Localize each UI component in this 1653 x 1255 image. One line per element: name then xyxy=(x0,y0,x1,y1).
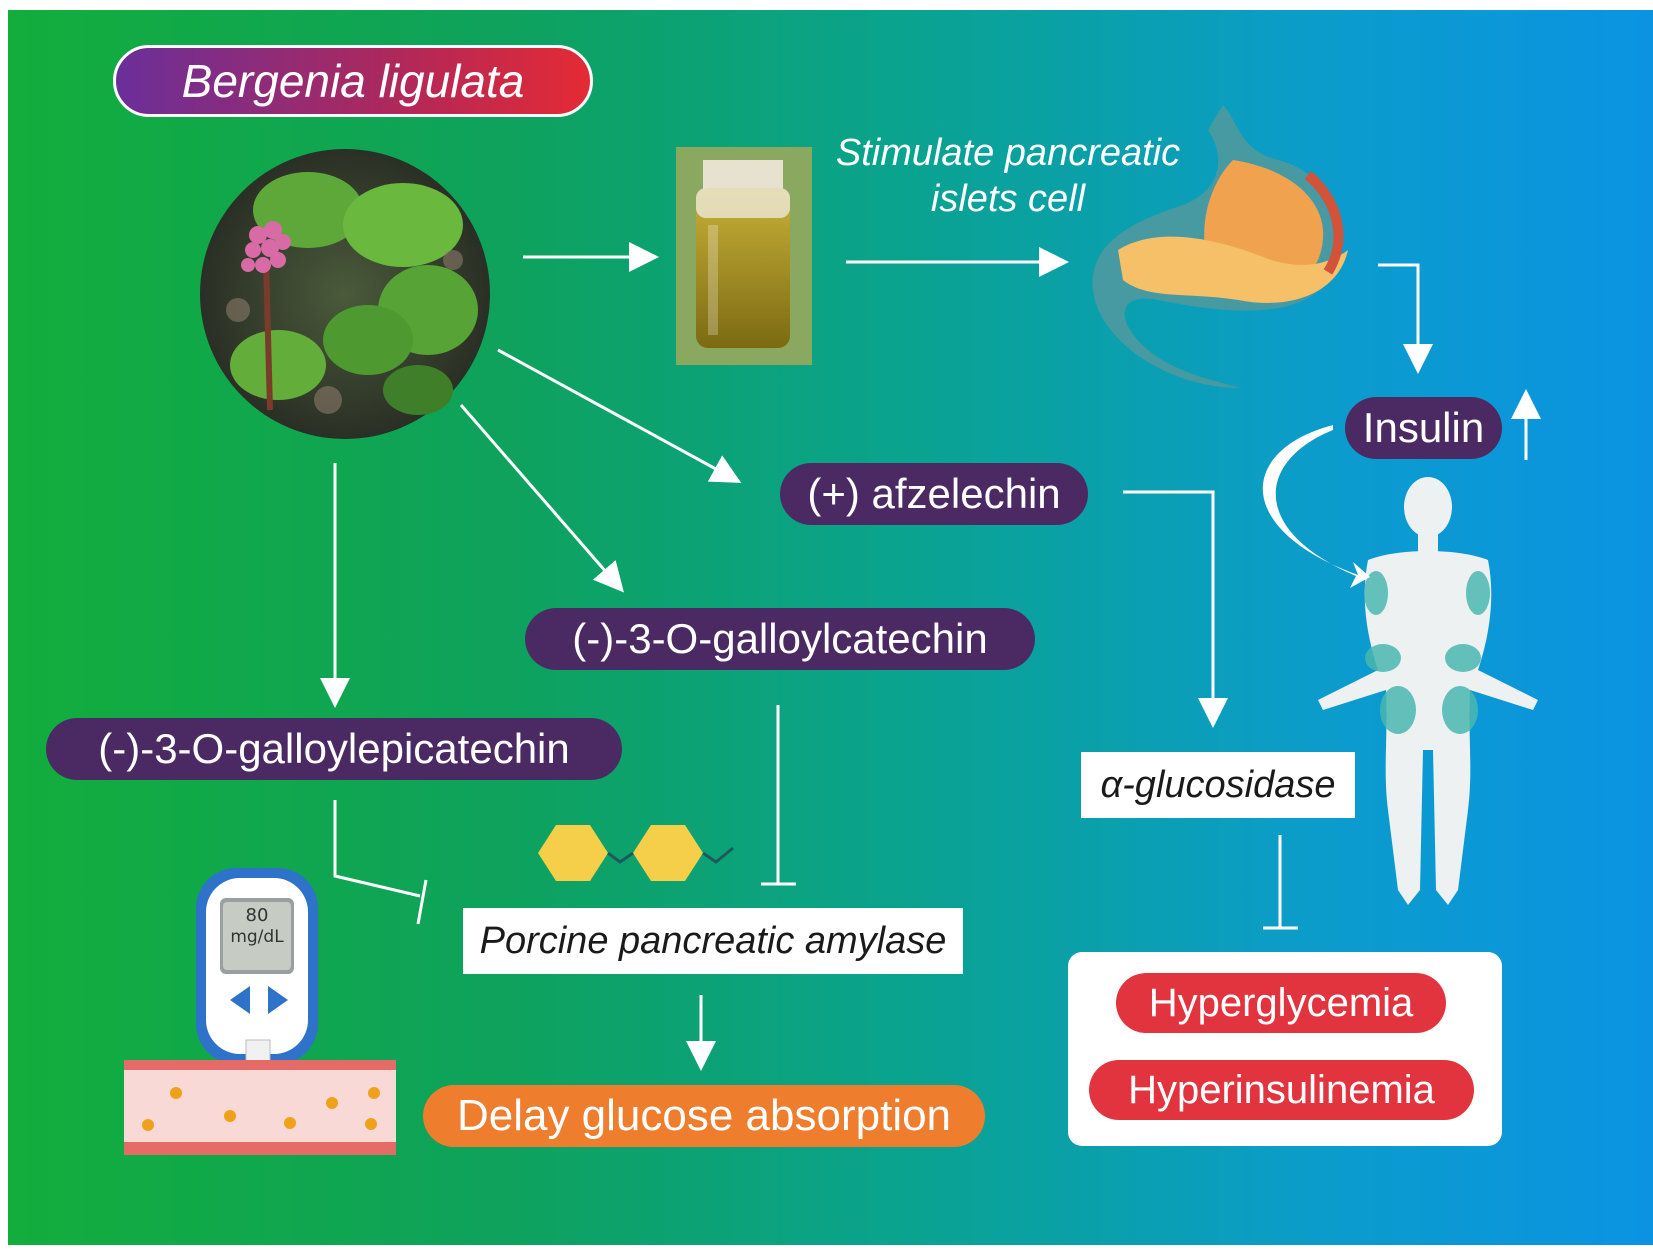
stimulate-text: Stimulate pancreatic islets cell xyxy=(823,130,1193,222)
galloylepicatechin-pill: (-)-3-O-galloylepicatechin xyxy=(46,718,622,780)
hyperinsulinemia-pill: Hyperinsulinemia xyxy=(1089,1060,1474,1120)
insulin-pill: Insulin xyxy=(1345,397,1502,459)
glucometer-unit: mg/dL xyxy=(230,927,284,947)
graphics-layer xyxy=(124,105,1541,1155)
curved-arrow-insulin-to-body xyxy=(1262,425,1370,588)
galloylcatechin-pill: (-)-3-O-galloylcatechin xyxy=(525,608,1035,670)
arrows xyxy=(320,242,1541,1071)
alpha-glucosidase-box: α-glucosidase xyxy=(1081,752,1355,818)
arrow-to-galloylcatechin xyxy=(459,404,624,593)
hyperglycemia-pill: Hyperglycemia xyxy=(1116,973,1446,1033)
amylase-box: Porcine pancreatic amylase xyxy=(463,908,963,974)
delay-glucose-pill: Delay glucose absorption xyxy=(423,1085,985,1147)
stimulate-line2: islets cell xyxy=(930,178,1086,220)
stimulate-line1: Stimulate pancreatic xyxy=(835,132,1181,174)
glucometer-icon xyxy=(196,868,318,1091)
plant-photo xyxy=(200,149,490,439)
glucose-hexagon-icon xyxy=(538,825,734,881)
arrow-pancreas-to-insulin xyxy=(1378,263,1433,374)
arrow-to-afzelechin xyxy=(497,348,742,483)
pancreas-stomach-icon xyxy=(1092,105,1348,388)
title-pill: Bergenia ligulata xyxy=(113,45,593,117)
oil-bottle-icon xyxy=(676,147,812,365)
arrow-afzelechin-to-glucosidase xyxy=(1123,490,1228,728)
inhibit-galloylepicatechin xyxy=(333,800,421,898)
human-body-icon xyxy=(1318,477,1538,905)
glucometer-value: 80 xyxy=(245,905,269,926)
diagram-canvas: 80 mg/dL Bergenia ligulata Stimulate pan… xyxy=(8,10,1653,1245)
blood-vessel-icon xyxy=(124,1060,396,1155)
afzelechin-pill: (+) afzelechin xyxy=(780,463,1088,525)
